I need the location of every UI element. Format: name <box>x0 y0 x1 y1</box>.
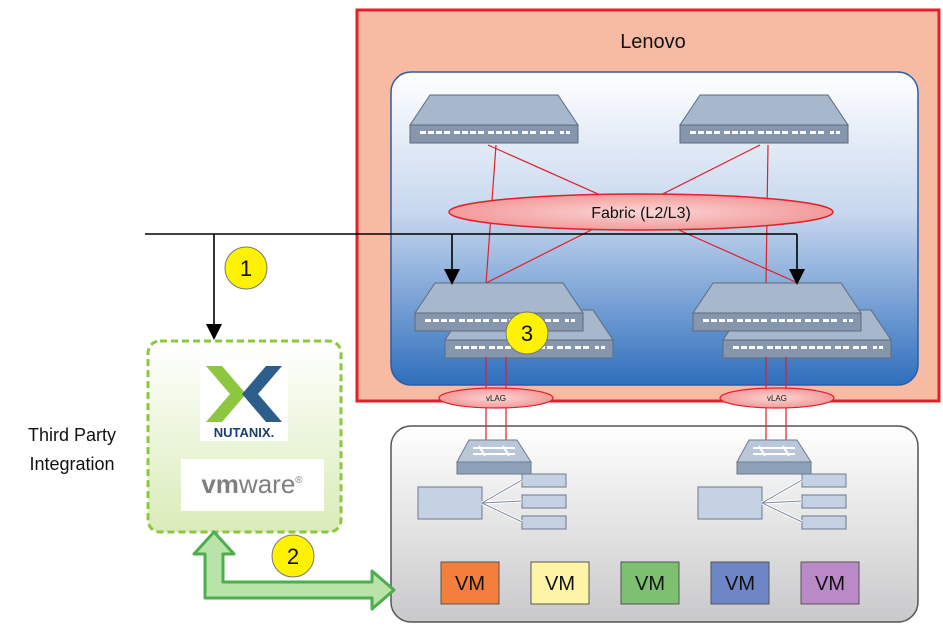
nutanix-logo-text: NUTANIX. <box>214 425 274 440</box>
marker-1: 1 <box>224 246 268 290</box>
vmware-logo-mark: ® <box>295 475 303 486</box>
marker-2: 2 <box>271 534 315 578</box>
vm-box: VM <box>440 561 500 605</box>
vmware-logo-ware: ware <box>238 469 295 499</box>
spine-switch-right <box>679 94 849 144</box>
vm-label: VM <box>545 573 575 595</box>
vlag-oval-left <box>438 387 554 409</box>
vm-label: VM <box>725 573 755 595</box>
marker-3: 3 <box>505 311 549 355</box>
management-line <box>145 233 805 340</box>
vm-box: VM <box>530 561 590 605</box>
integration-label-line2: Integration <box>29 454 114 474</box>
vm-label: VM <box>635 573 665 595</box>
vm-box: VM <box>710 561 770 605</box>
green-double-arrow <box>192 530 396 611</box>
fabric-label: Fabric (L2/L3) <box>591 205 691 222</box>
vm-row: VM VM VM VM VM <box>440 561 860 605</box>
nutanix-logo: NUTANIX. <box>200 359 288 441</box>
marker-1-label: 1 <box>240 256 252 281</box>
vm-box: VM <box>800 561 860 605</box>
vmware-logo: vmware® <box>181 459 324 511</box>
leaf-switch-right-front <box>692 282 862 332</box>
svg-text:vmware®: vmware® <box>201 469 303 499</box>
spine-switch-left <box>409 94 579 144</box>
vm-label: VM <box>455 573 485 595</box>
host-vswitch-left <box>417 439 567 530</box>
integration-label-line1: Third Party <box>28 425 116 445</box>
vlag-label-right: vLAG <box>767 394 787 403</box>
fabric-oval <box>448 193 834 231</box>
leaf-switch-left-front <box>414 282 584 332</box>
marker-3-label: 3 <box>521 321 533 346</box>
vm-box: VM <box>620 561 680 605</box>
lenovo-title: Lenovo <box>620 31 686 53</box>
vmware-logo-vm: vm <box>201 469 239 499</box>
vlag-label-left: vLAG <box>486 394 506 403</box>
vm-label: VM <box>815 573 845 595</box>
marker-2-label: 2 <box>287 544 299 569</box>
host-vswitch-right <box>697 439 847 530</box>
vlag-oval-right <box>719 387 835 409</box>
